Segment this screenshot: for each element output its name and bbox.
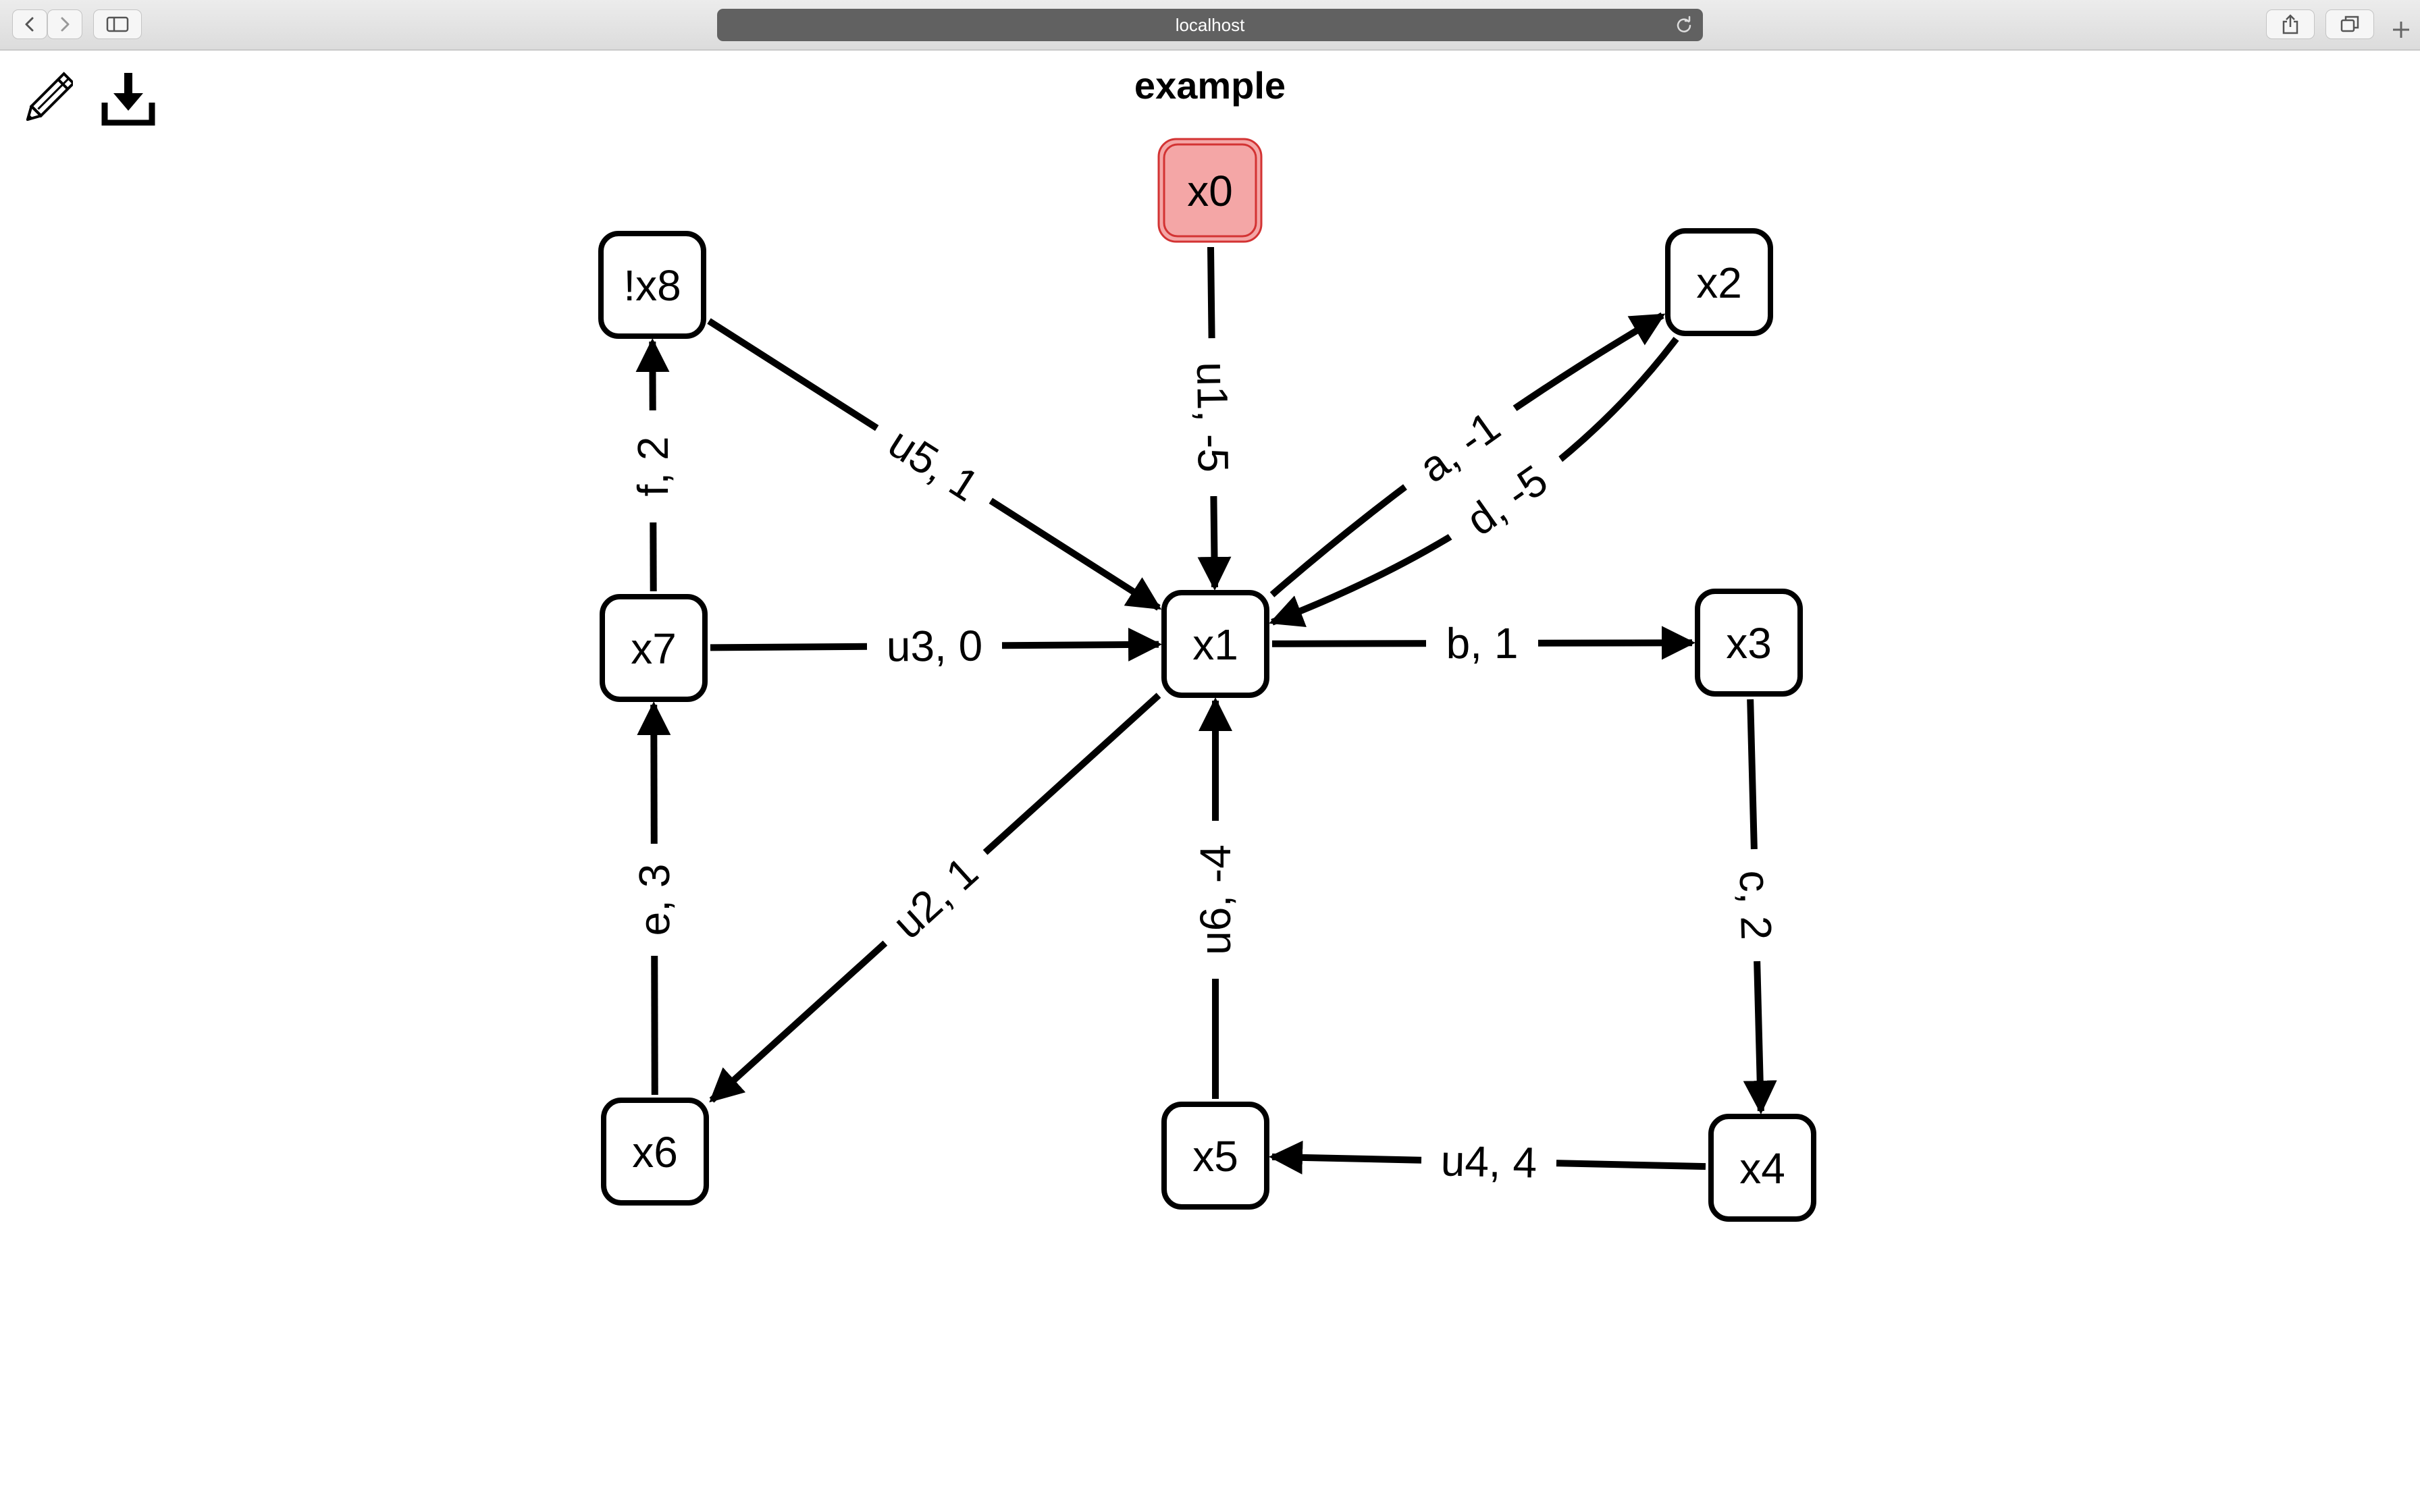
edge-label-background [1188, 338, 1237, 497]
node-x1[interactable]: x1 [1161, 590, 1269, 698]
node-label: x6 [632, 1128, 678, 1177]
node-label: x4 [1739, 1144, 1785, 1193]
tabs-overview-button[interactable] [2325, 9, 2374, 39]
edge-label: c, 2 [1731, 870, 1781, 941]
edge-line [1269, 336, 1679, 628]
sidebar-icon [106, 16, 129, 32]
node-label: !x8 [623, 261, 681, 310]
edge-label-group: f, 2 [629, 410, 677, 523]
pencil-icon[interactable] [24, 72, 73, 126]
node-box [1695, 589, 1803, 697]
node-label: x7 [631, 624, 677, 673]
edge-label-background [1421, 1137, 1557, 1187]
edge-x7-x8[interactable]: f, 2 [629, 338, 678, 592]
node-x0[interactable]: x0 [1157, 138, 1263, 243]
edge-label-group: u1, -5 [1188, 338, 1238, 497]
edge-label-background [1391, 389, 1528, 505]
edge-label-group: u2, 1 [870, 835, 1001, 961]
edge-label: e, 3 [630, 864, 679, 936]
chevron-left-icon [25, 17, 34, 32]
edge-label-group: u5, 1 [864, 408, 1003, 520]
address-bar[interactable]: localhost [717, 9, 1703, 41]
reload-icon[interactable] [1675, 16, 1693, 34]
edge-label-background [1425, 620, 1539, 667]
edge-label-group: b, 1 [1425, 619, 1539, 668]
edge-label: u3, 0 [887, 621, 983, 670]
node-box-inner-border [1163, 143, 1257, 238]
node-label: x3 [1726, 619, 1772, 668]
edge-x6-x7[interactable]: e, 3 [630, 701, 679, 1096]
node-box [1161, 590, 1269, 698]
edge-x0-x1[interactable]: u1, -5 [1188, 246, 1238, 591]
edge-label-group: u4, 4 [1421, 1136, 1557, 1187]
node-x5[interactable]: x5 [1161, 1102, 1269, 1210]
edge-label-background [870, 835, 1001, 961]
page-title: example [1134, 64, 1286, 107]
edge-label-background [1192, 821, 1238, 979]
edge-label-background [864, 408, 1003, 520]
sidebar-toggle-button[interactable] [93, 9, 142, 39]
edge-x4-x5[interactable]: u4, 4 [1269, 1136, 1706, 1187]
edge-label-background [1731, 848, 1781, 962]
edge-label: b, 1 [1446, 619, 1519, 668]
node-x8[interactable]: !x8 [598, 231, 706, 339]
edge-label-background [629, 410, 677, 523]
edge-x5-x1[interactable]: u6, -4 [1191, 697, 1240, 1099]
edge-x2-x1[interactable]: d, -5 [1269, 336, 1679, 628]
node-x4[interactable]: x4 [1708, 1114, 1816, 1222]
edge-label-group: c, 2 [1731, 848, 1781, 962]
edge-label: u1, -5 [1188, 362, 1238, 473]
node-box [598, 231, 706, 339]
url-text: localhost [1175, 14, 1245, 35]
node-label: x0 [1187, 167, 1233, 215]
node-label: x1 [1192, 620, 1238, 669]
node-x3[interactable]: x3 [1695, 589, 1803, 697]
node-box [1665, 228, 1773, 336]
edge-label-group: u6, -4 [1191, 821, 1240, 979]
new-tab-icon[interactable] [2390, 19, 2412, 40]
edge-label: u4, 4 [1440, 1136, 1537, 1187]
node-box [1161, 1102, 1269, 1210]
node-x2[interactable]: x2 [1665, 228, 1773, 336]
edge-label: f, 2 [629, 436, 677, 496]
edge-x1-x6[interactable]: u2, 1 [709, 693, 1161, 1103]
node-box [601, 1098, 709, 1206]
node-label: x2 [1696, 259, 1742, 307]
node-box [1708, 1114, 1816, 1222]
edge-label: u6, -4 [1191, 844, 1240, 955]
node-box-initial [1157, 138, 1263, 243]
chevron-right-icon [61, 17, 70, 32]
share-button[interactable] [2266, 9, 2315, 39]
edge-label-background [1438, 442, 1576, 558]
edge-label-background [866, 622, 1003, 670]
back-button[interactable] [12, 9, 47, 39]
tabs-icon [2340, 16, 2359, 32]
edge-x8-x1[interactable]: u5, 1 [707, 318, 1162, 611]
edge-x1-x3[interactable]: b, 1 [1271, 619, 1695, 668]
forward-button[interactable] [47, 9, 82, 39]
edge-label-background [631, 843, 678, 956]
node-x7[interactable]: x7 [600, 594, 708, 702]
edge-label-group: u3, 0 [866, 621, 1003, 671]
node-x6[interactable]: x6 [601, 1098, 709, 1206]
download-icon[interactable] [101, 70, 155, 126]
edge-x7-x1[interactable]: u3, 0 [710, 621, 1162, 671]
edge-x3-x4[interactable]: c, 2 [1730, 699, 1781, 1114]
browser-toolbar: localhost [0, 0, 2420, 51]
share-icon [2282, 14, 2298, 34]
node-label: x5 [1192, 1132, 1238, 1181]
edge-label-group: e, 3 [630, 843, 679, 956]
node-box [600, 594, 708, 702]
